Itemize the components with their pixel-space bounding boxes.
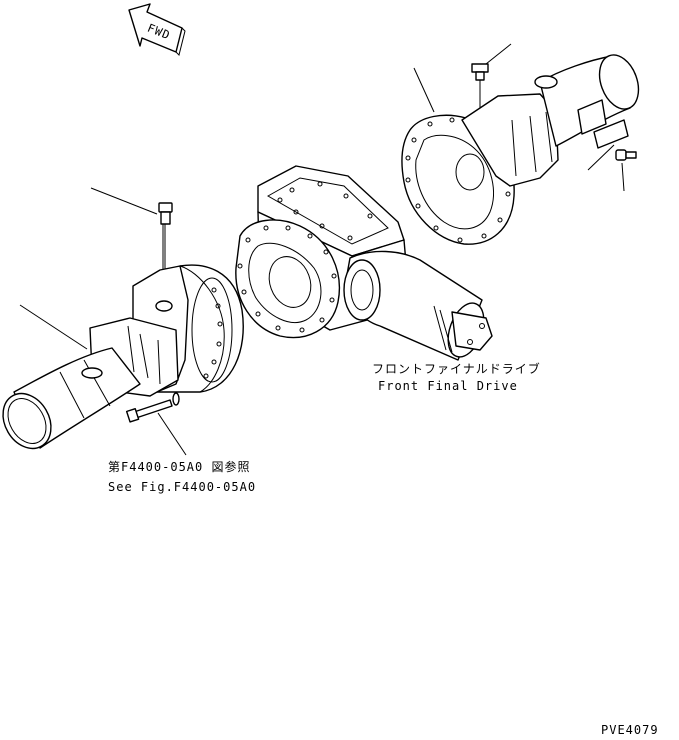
front-final-drive-assembly xyxy=(235,165,493,361)
left-axle-housing xyxy=(2,202,244,450)
side-flange-bolt-holes xyxy=(237,225,337,333)
leader-line-bolt-ref xyxy=(157,412,187,456)
right-axle-housing xyxy=(401,54,640,245)
front-final-drive-label-jp: フロントファイナルドライブ xyxy=(372,361,541,376)
mounting-bolt xyxy=(125,392,180,423)
see-fig-reference-en: See Fig.F4400-05A0 xyxy=(108,480,256,494)
leader-line-plate xyxy=(587,144,615,171)
right-mounting-bolt xyxy=(615,149,637,161)
see-fig-reference-jp: 第F4400-05A0 図参照 xyxy=(108,459,250,474)
flange-bolt-holes xyxy=(203,287,223,379)
name-plate xyxy=(577,99,629,149)
fwd-arrow-icon: FWD xyxy=(128,3,186,56)
drawing-number: PVE4079 xyxy=(601,723,659,737)
leader-line-left-housing xyxy=(19,304,88,350)
front-final-drive-label-en: Front Final Drive xyxy=(378,379,518,393)
breather-plug xyxy=(158,202,173,272)
leader-line-right-bolt xyxy=(621,162,625,192)
leader-line-right-breather xyxy=(485,43,512,65)
leader-line-breather xyxy=(90,187,158,215)
cover-bolts xyxy=(277,181,373,241)
leader-line-right-flange xyxy=(413,67,435,113)
